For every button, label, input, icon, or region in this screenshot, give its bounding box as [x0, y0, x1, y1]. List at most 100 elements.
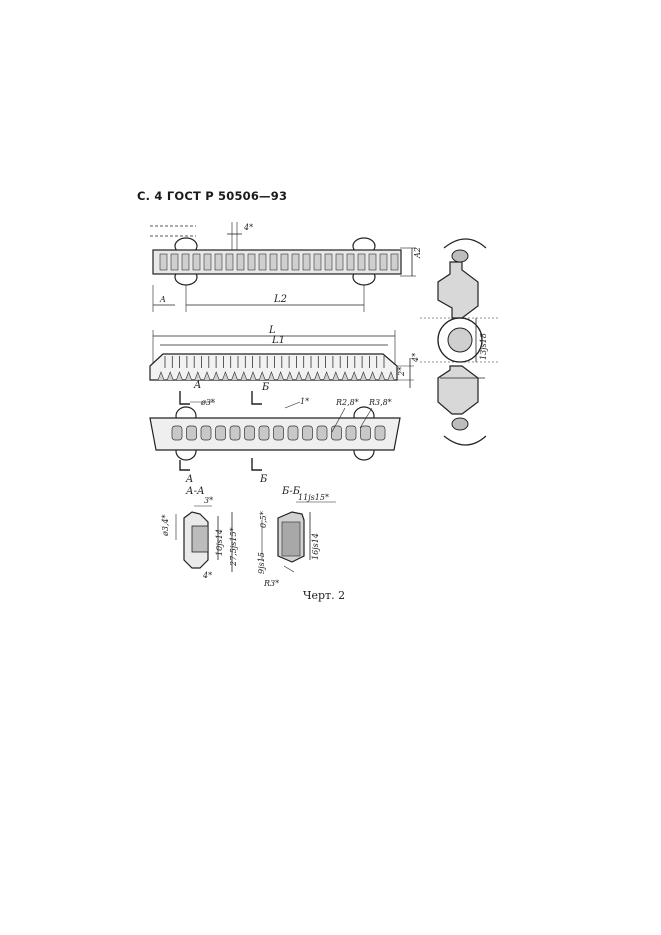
dim-275js15: 27,5js15*	[229, 527, 238, 567]
section-A-upper: A	[193, 380, 201, 391]
page-header: С. 4 ГОСТ Р 50506—93	[137, 189, 288, 203]
bottom-cell	[273, 425, 284, 441]
bottom-cell	[287, 425, 299, 441]
bottom-cell	[215, 425, 226, 441]
dim-R28: R2,8*	[335, 398, 359, 407]
dim-16js14: 16js14	[311, 533, 320, 560]
plan-tooth	[181, 253, 190, 271]
bottom-cell	[200, 425, 212, 441]
side-notch	[166, 371, 174, 381]
plan-tooth	[368, 253, 377, 271]
bottom-cell	[186, 425, 197, 441]
dim-13js18: 13js18	[479, 333, 488, 360]
dim-10js14: 10js14	[215, 529, 224, 556]
dim-11js15: 11js15*	[298, 493, 329, 502]
plan-tooth	[225, 253, 234, 271]
plan-tooth	[390, 253, 399, 271]
dim-L1: L1	[271, 335, 285, 346]
side-notch	[295, 371, 303, 381]
side-notch	[176, 371, 183, 381]
side-notch	[212, 371, 220, 381]
plan-tooth	[214, 253, 223, 271]
dim-05: 0,5*	[259, 511, 268, 528]
bottom-cell	[360, 425, 371, 441]
side-notch	[258, 371, 266, 381]
bottom-cell	[316, 425, 328, 441]
side-notch	[268, 371, 275, 381]
dim-9js15: 9js15	[257, 552, 266, 574]
section-AA-view	[175, 505, 233, 572]
plan-tooth	[159, 253, 168, 271]
bottom-cell	[302, 425, 313, 441]
side-notch	[194, 371, 202, 381]
section-AA: А-А	[185, 486, 205, 497]
figure-caption: Черт. 2	[303, 589, 346, 602]
side-notch	[341, 371, 349, 381]
dim-d34: ø3,4*	[161, 514, 170, 537]
dim-3: 3*	[204, 496, 213, 505]
plan-tooth	[192, 253, 201, 271]
dim-R3: R3*	[263, 579, 279, 588]
side-notch	[249, 371, 257, 381]
section-B-lower: Б	[259, 474, 268, 485]
plan-tooth	[357, 253, 366, 271]
plan-view	[150, 222, 416, 312]
bottom-cells	[171, 425, 386, 441]
dim-4-top: 4*	[243, 223, 253, 232]
bottom-cell	[258, 425, 270, 441]
side-notch	[286, 371, 294, 381]
profile-view	[420, 238, 500, 446]
plan-tooth	[313, 253, 322, 271]
side-notch	[332, 371, 340, 381]
plan-tooth	[379, 253, 388, 271]
plan-tooth	[170, 253, 179, 271]
side-notch	[323, 371, 330, 381]
section-B-upper: Б	[261, 382, 270, 393]
bottom-cell	[244, 425, 255, 441]
bottom-cell	[171, 425, 183, 441]
side-notch	[203, 371, 211, 381]
side-notch	[157, 371, 165, 381]
bottom-cell	[229, 425, 241, 441]
plan-tooth	[269, 253, 278, 271]
plan-tooth	[291, 253, 300, 271]
plan-teeth	[159, 253, 399, 271]
dim-1: 1*	[300, 397, 309, 406]
dim-4-aa: 4*	[202, 571, 212, 580]
side-notch	[350, 371, 358, 381]
side-notch	[185, 371, 192, 381]
section-BB-view	[261, 501, 336, 573]
side-notch	[378, 371, 386, 381]
bottom-cell	[374, 425, 386, 441]
plan-tooth	[247, 253, 256, 271]
plan-tooth	[203, 253, 212, 271]
dim-L2: L2	[273, 294, 287, 305]
dim-d3: ø3*	[200, 398, 215, 407]
dim-R38: R3,8*	[368, 398, 392, 407]
plan-tooth	[324, 253, 333, 271]
side-notch	[387, 371, 395, 381]
dim-L: L	[268, 325, 276, 336]
dim-A: A	[159, 295, 166, 304]
plan-tooth	[236, 253, 245, 271]
side-notch	[369, 371, 376, 381]
dim-2: 2*	[397, 367, 406, 377]
bottom-cell	[331, 425, 342, 441]
side-view	[149, 330, 414, 388]
side-notch	[231, 371, 238, 381]
plan-tooth	[335, 253, 344, 271]
side-notch	[277, 371, 284, 381]
side-notch	[240, 371, 248, 381]
side-notch	[314, 371, 321, 381]
dim-4-side: 4*	[411, 353, 420, 363]
bottom-cell	[345, 425, 357, 441]
side-notch	[222, 371, 229, 381]
plan-tooth	[302, 253, 311, 271]
bottom-plan	[149, 391, 401, 471]
plan-tooth	[280, 253, 289, 271]
side-notch	[360, 371, 367, 381]
plan-tooth	[258, 253, 267, 271]
dim-A2: A2	[413, 247, 422, 259]
section-BB: Б-Б	[281, 486, 301, 497]
